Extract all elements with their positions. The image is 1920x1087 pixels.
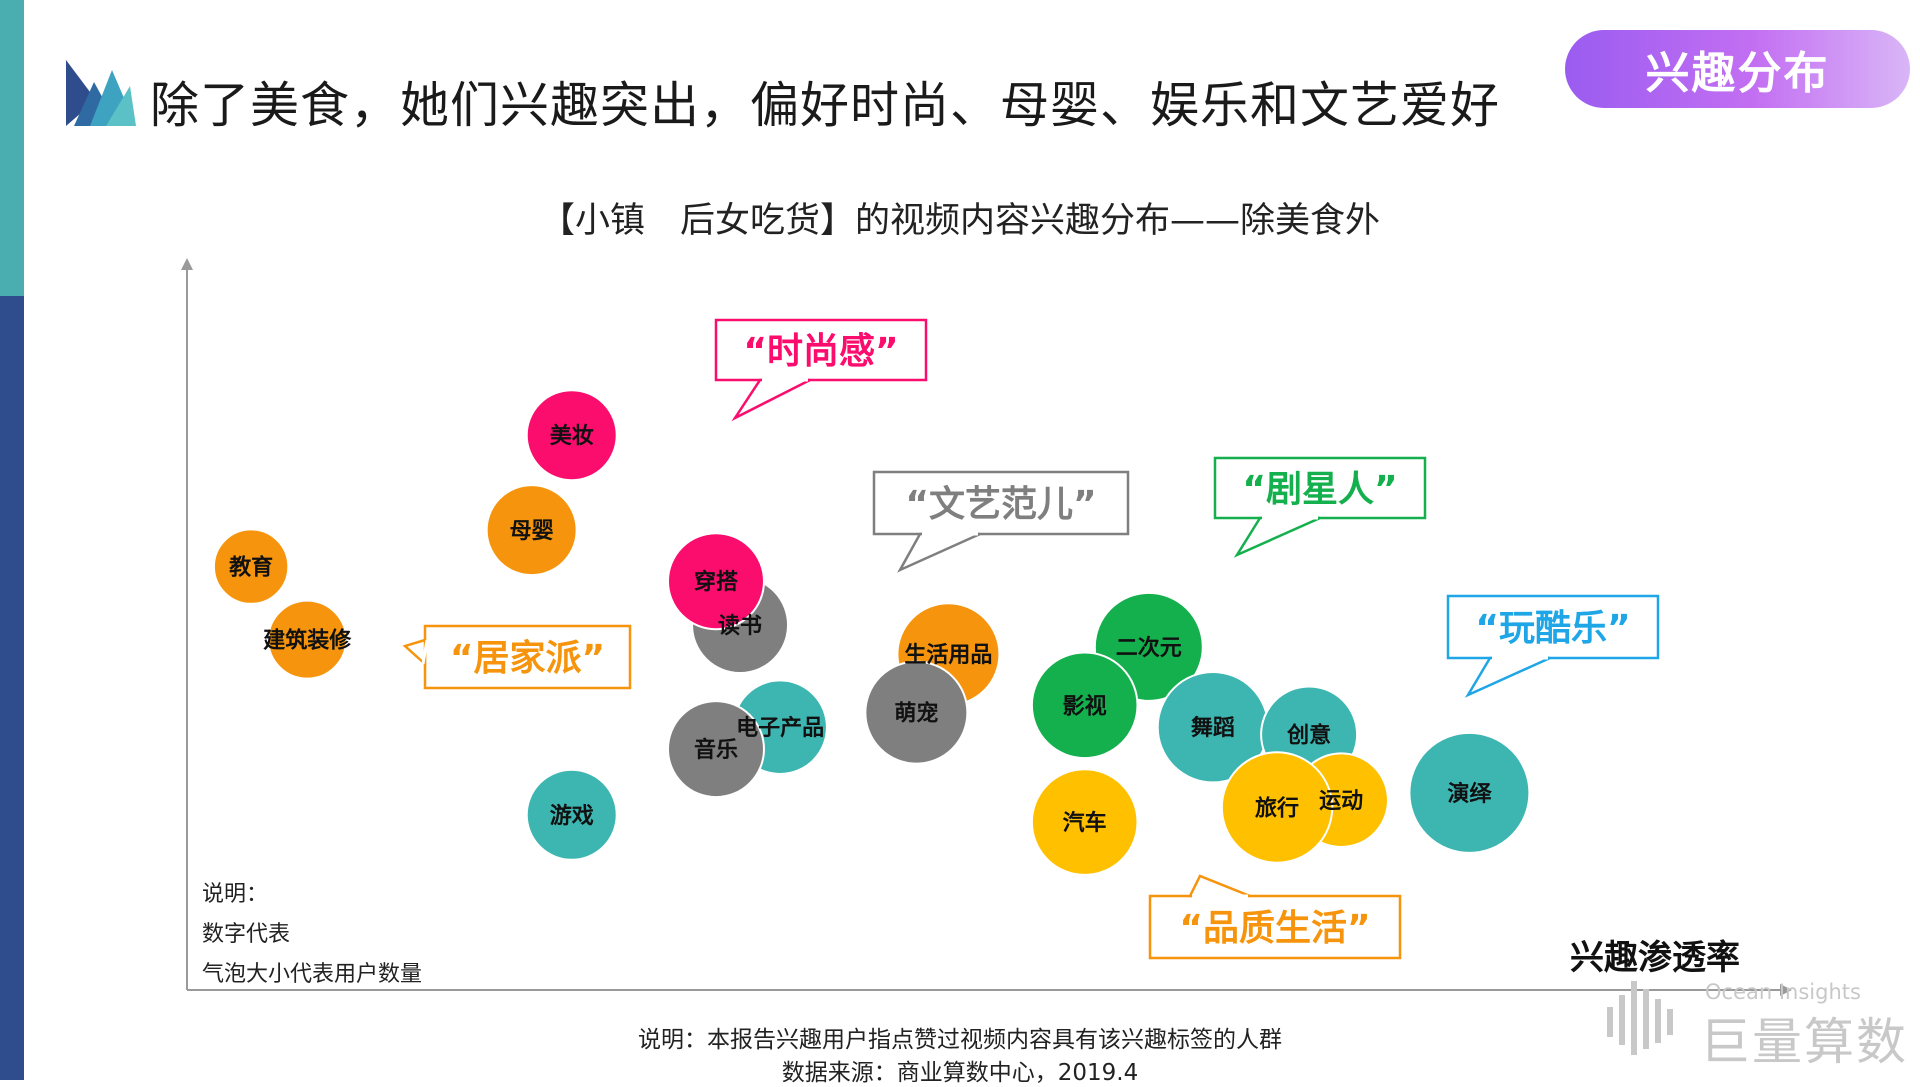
- brand-name-cn: 巨量算数: [1700, 1013, 1908, 1071]
- bubble-label: 演绎: [1447, 781, 1492, 807]
- bubble-label: 教育: [229, 555, 273, 581]
- bubble-label: 穿搭: [694, 569, 739, 595]
- callout-label: “时尚感”: [743, 331, 898, 372]
- bubble-音乐: [666, 700, 765, 799]
- bubble-label: 创意: [1286, 723, 1331, 749]
- bubble-演绎: [1408, 731, 1531, 854]
- callout-box: [1213, 456, 1427, 520]
- callout-tail-joint: [421, 639, 429, 665]
- brand-name-en: Ocean Insights: [1705, 980, 1861, 1004]
- chart-note-line: 说明：: [202, 882, 269, 907]
- bubble-美妆: [525, 389, 618, 482]
- y-axis-arrow: [181, 258, 193, 270]
- callout-box: [1446, 594, 1660, 660]
- bubble-label: 游戏: [550, 803, 594, 829]
- callout-box: [872, 470, 1130, 536]
- callout-label: “文艺范儿”: [905, 484, 1096, 525]
- callout-box: [423, 624, 632, 690]
- bubble-label: 旅行: [1255, 796, 1299, 822]
- callout-label: “玩酷乐”: [1475, 608, 1630, 649]
- bubble-label: 建筑装修: [263, 628, 352, 654]
- page-title: 除了美食，她们兴趣突出，偏好时尚、母婴、娱乐和文艺爱好: [150, 77, 1501, 134]
- callout-tail: [1187, 874, 1251, 898]
- bubble-label: 电子产品: [736, 716, 824, 741]
- callout-tail: [1233, 516, 1321, 558]
- bubble-label: 萌宠: [894, 701, 938, 727]
- bubble-label: 音乐: [694, 737, 738, 763]
- bubble-label: 美妆: [550, 423, 594, 449]
- callout-label: “居家派”: [450, 638, 605, 679]
- callout-label: “剧星人”: [1242, 469, 1397, 510]
- x-axis-label: 兴趣渗透率: [1570, 938, 1740, 978]
- bubble-label: 运动: [1319, 789, 1363, 814]
- brand-bars-icon: [1607, 981, 1673, 1055]
- bubble-教育: [212, 528, 290, 605]
- bubble-label: 舞蹈: [1191, 715, 1235, 741]
- bubble-label: 读书: [718, 614, 762, 639]
- callout-label: “品质生活”: [1179, 908, 1370, 949]
- footer-source: 数据来源：商业算数中心，2019.4: [781, 1060, 1139, 1086]
- bubble-label: 影视: [1063, 693, 1107, 719]
- section-badge: 兴趣分布: [1565, 30, 1910, 108]
- x-axis-arrow: [1780, 984, 1792, 996]
- callout-tail: [897, 532, 981, 573]
- bubble-穿搭: [666, 532, 765, 631]
- callout-tail: [731, 378, 811, 422]
- callout-box: [714, 318, 928, 382]
- bubble-汽车: [1030, 768, 1139, 876]
- bubble-label: 生活用品: [904, 643, 992, 668]
- chart-note-line: 数字代表: [202, 922, 291, 947]
- bubble-旅行: [1220, 751, 1334, 864]
- bubble-label: 汽车: [1063, 810, 1107, 836]
- bubble-游戏: [525, 768, 618, 861]
- chart-note-line: 气泡大小代表用户数量: [202, 962, 423, 987]
- report-logo-icon: [66, 60, 136, 126]
- bubble-label: 母婴: [510, 519, 554, 544]
- left-accent-bar-top: [0, 0, 24, 296]
- footer-note: 说明：本报告兴趣用户指点赞过视频内容具有该兴趣标签的人群: [638, 1027, 1282, 1053]
- bubble-label: 二次元: [1116, 635, 1182, 661]
- bubble-影视: [1030, 651, 1139, 760]
- left-accent-bar-bottom: [0, 296, 24, 1080]
- callout-tail: [402, 638, 427, 667]
- bubble-萌宠: [864, 660, 969, 765]
- bubble-母婴: [485, 484, 578, 577]
- callout-box: [1148, 894, 1402, 960]
- bubble-建筑装修: [267, 599, 348, 680]
- callout-tail: [1464, 656, 1551, 698]
- chart-title: 【小镇 后女吃货】的视频内容兴趣分布——除美食外: [539, 201, 1380, 241]
